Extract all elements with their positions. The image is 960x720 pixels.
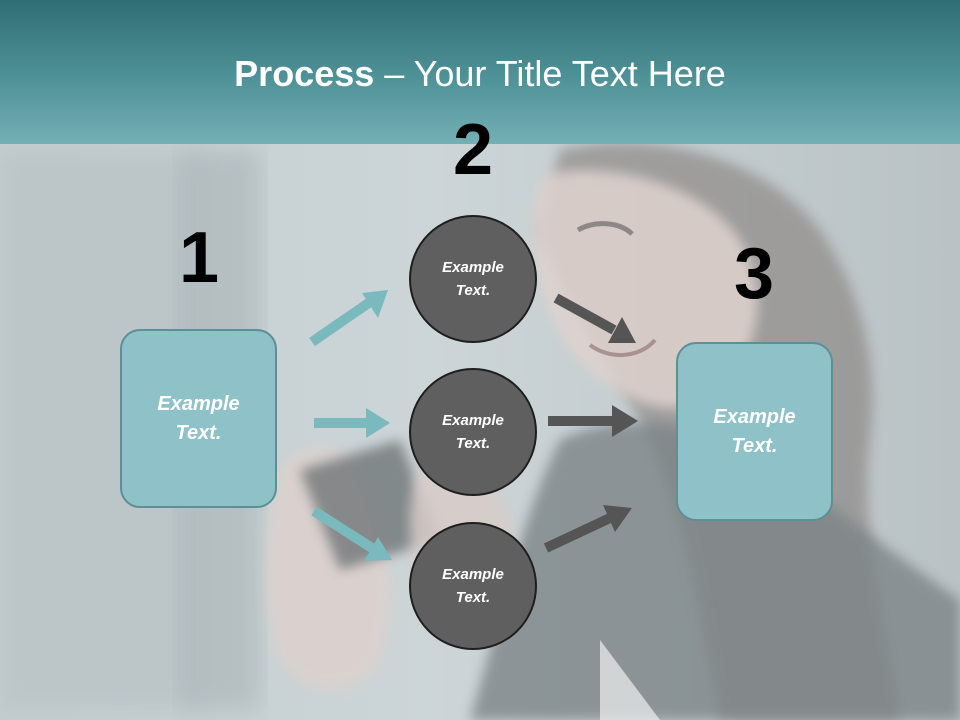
step-number-2: 2: [452, 110, 494, 190]
step-number-1: 1: [178, 218, 220, 298]
right-text-box[interactable]: Example Text.: [676, 342, 833, 521]
circle-middle-text: Example Text.: [442, 412, 504, 452]
circle-middle[interactable]: Example Text.: [409, 368, 537, 496]
right-box-text: Example Text.: [713, 405, 796, 457]
circle-bottom-text: Example Text.: [442, 566, 504, 606]
gray-arrow-down: [553, 293, 636, 343]
left-text-box[interactable]: Example Text.: [120, 329, 277, 508]
circle-top[interactable]: Example Text.: [409, 215, 537, 343]
teal-arrow-up: [309, 290, 388, 347]
title-rest-part: – Your Title Text Here: [374, 53, 726, 94]
teal-arrow-right: [314, 408, 390, 438]
teal-arrow-down: [311, 506, 392, 561]
gray-arrow-right: [548, 405, 638, 437]
left-box-text: Example Text.: [157, 392, 240, 444]
slide-title: Process – Your Title Text Here: [0, 52, 960, 96]
step-number-3: 3: [733, 234, 775, 314]
title-banner: [0, 0, 960, 144]
title-bold-part: Process: [234, 53, 375, 94]
circle-bottom[interactable]: Example Text.: [409, 522, 537, 650]
gray-arrow-up: [543, 505, 632, 553]
circle-top-text: Example Text.: [442, 259, 504, 299]
